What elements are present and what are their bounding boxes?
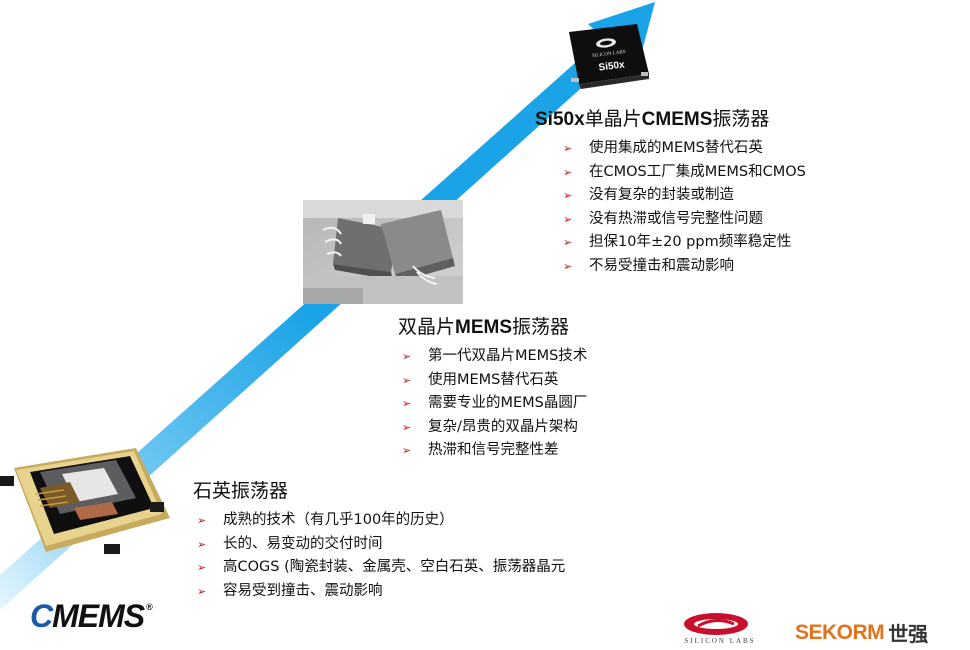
list-item: ➢没有热滞或信号完整性问题 bbox=[559, 208, 806, 232]
arrow-bullet-icon: ➢ bbox=[402, 350, 412, 363]
list-item: ➢担保10年±20 ppm频率稳定性 bbox=[559, 231, 806, 255]
arrow-bullet-icon: ➢ bbox=[197, 537, 207, 551]
dual-mems-section: 双晶片MEMS振荡器 ➢第一代双晶片MEMS技术 ➢使用MEMS替代石英 ➢需要… bbox=[398, 312, 587, 463]
si50x-chip-image: SILICON LABS Si50x bbox=[569, 24, 649, 89]
si50x-title: Si50x单晶片CMEMS振荡器 bbox=[535, 108, 770, 130]
silicon-labs-logo-icon bbox=[684, 613, 748, 635]
list-item: ➢需要专业的MEMS晶圆厂 bbox=[398, 392, 587, 416]
arrow-bullet-icon: ➢ bbox=[563, 259, 573, 273]
arrow-bullet-icon: ➢ bbox=[402, 420, 412, 434]
list-item: ➢容易受到撞击、震动影响 bbox=[193, 580, 565, 604]
arrow-bullet-icon: ➢ bbox=[402, 444, 412, 457]
quartz-feature-list: ➢成熟的技术（有几乎100年的历史） ➢长的、易变动的交付时间 ➢高COGS (… bbox=[193, 509, 565, 603]
quartz-title: 石英振荡器 bbox=[193, 480, 289, 502]
list-item: ➢长的、易变动的交付时间 bbox=[193, 533, 565, 557]
arrow-bullet-icon: ➢ bbox=[197, 514, 207, 527]
silicon-labs-wordmark: SILICON LABS bbox=[684, 637, 756, 645]
arrow-bullet-icon: ➢ bbox=[402, 373, 412, 387]
si50x-feature-list: ➢使用集成的MEMS替代石英 ➢在CMOS工厂集成MEMS和CMOS ➢没有复杂… bbox=[535, 137, 806, 278]
list-item: ➢复杂/昂贵的双晶片架构 bbox=[398, 416, 587, 440]
list-item: ➢成熟的技术（有几乎100年的历史） bbox=[193, 509, 565, 533]
quartz-section: 石英振荡器 ➢成熟的技术（有几乎100年的历史） ➢长的、易变动的交付时间 ➢高… bbox=[193, 476, 565, 603]
arrow-bullet-icon: ➢ bbox=[197, 584, 207, 598]
list-item: ➢第一代双晶片MEMS技术 bbox=[398, 345, 587, 369]
list-item: ➢使用MEMS替代石英 bbox=[398, 369, 587, 393]
chip-model-text: Si50x bbox=[598, 59, 626, 73]
list-item: ➢高COGS (陶瓷封装、金属壳、空白石英、振荡器晶元 bbox=[193, 556, 565, 580]
arrow-bullet-icon: ➢ bbox=[402, 397, 412, 410]
dual-mems-photo bbox=[303, 200, 463, 304]
arrow-bullet-icon: ➢ bbox=[563, 236, 573, 249]
list-item: ➢使用集成的MEMS替代石英 bbox=[559, 137, 806, 161]
list-item: ➢在CMOS工厂集成MEMS和CMOS bbox=[559, 161, 806, 185]
dual-mems-title: 双晶片MEMS振荡器 bbox=[398, 316, 570, 338]
arrow-body bbox=[0, 30, 628, 610]
arrow-bullet-icon: ➢ bbox=[563, 165, 573, 179]
list-item: ➢不易受撞击和震动影响 bbox=[559, 255, 806, 279]
si50x-section: Si50x单晶片CMEMS振荡器 ➢使用集成的MEMS替代石英 ➢在CMOS工厂… bbox=[535, 104, 806, 278]
arrow-bullet-icon: ➢ bbox=[563, 212, 573, 226]
quartz-oscillator-image bbox=[0, 448, 170, 554]
chip-brand-text: SILICON LABS bbox=[592, 50, 626, 59]
arrow-bullet-icon: ➢ bbox=[563, 142, 573, 155]
dual-mems-feature-list: ➢第一代双晶片MEMS技术 ➢使用MEMS替代石英 ➢需要专业的MEMS晶圆厂 … bbox=[398, 345, 587, 463]
arrow-bullet-icon: ➢ bbox=[197, 561, 207, 574]
arrow-bullet-icon: ➢ bbox=[563, 189, 573, 202]
list-item: ➢没有复杂的封装或制造 bbox=[559, 184, 806, 208]
list-item: ➢热滞和信号完整性差 bbox=[398, 439, 587, 463]
